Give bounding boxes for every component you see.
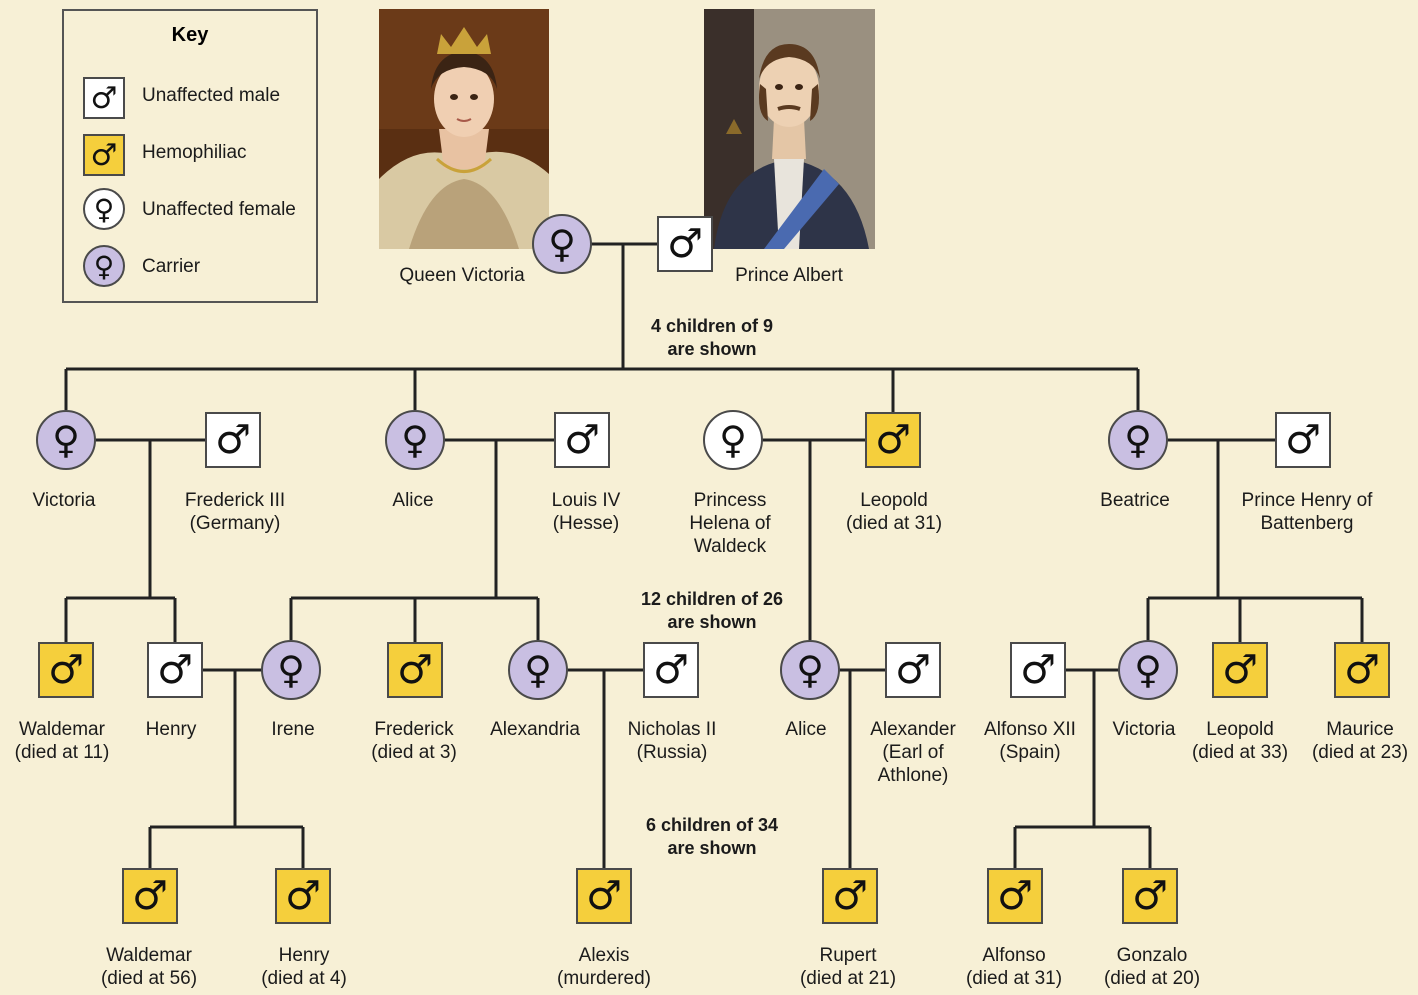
unaffected-male-symbol: ♂ [1275, 412, 1331, 468]
person-label-frederick-3: Frederick(died at 3) [371, 719, 457, 763]
hemophiliac-male-symbol: ♂ [822, 868, 878, 924]
key-item-label: Carrier [142, 256, 201, 277]
key-title: Key [171, 24, 209, 46]
unaffected-male-symbol: ♂ [657, 216, 713, 272]
key-item-label: Hemophiliac [142, 142, 247, 163]
person-label-alexandria: Alexandria [490, 719, 580, 740]
person-label-henry-4: Henry(died at 4) [261, 945, 347, 989]
key-item-label: Unaffected female [142, 199, 296, 220]
unaffected-male-symbol: ♂ [1010, 642, 1066, 698]
key-item-label: Unaffected male [142, 85, 281, 106]
unaffected-male-symbol: ♂ [554, 412, 610, 468]
carrier-female-symbol: ♀ [261, 640, 321, 700]
carrier-female-symbol: ♀ [508, 640, 568, 700]
unaffected-female-symbol: ♀ [703, 410, 763, 470]
carrier-female-symbol: ♀ [532, 214, 592, 274]
unaffected-male-symbol: ♂ [643, 642, 699, 698]
person-label-leopold-33: Leopold(died at 33) [1191, 719, 1289, 763]
person-label-maurice: Maurice(died at 23) [1311, 719, 1409, 763]
carrier-female-symbol: ♀ [1108, 410, 1168, 470]
female-symbol-icon: ♀ [83, 245, 125, 287]
hemophiliac-male-symbol: ♂ [1212, 642, 1268, 698]
hemophiliac-male-symbol: ♂ [122, 868, 178, 924]
person-label-rupert: Rupert(died at 21) [799, 945, 897, 989]
person-label-alice: Alice [392, 490, 434, 511]
person-label-leopold: Leopold(died at 31) [845, 490, 943, 534]
carrier-female-symbol: ♀ [780, 640, 840, 700]
person-label-waldemar-11: Waldemar(died at 11) [14, 719, 110, 763]
hemophiliac-male-symbol: ♂ [1122, 868, 1178, 924]
carrier-female-symbol: ♀ [1118, 640, 1178, 700]
person-label-queen-victoria: Queen Victoria [399, 265, 525, 286]
hemophiliac-male-symbol: ♂ [987, 868, 1043, 924]
hemophiliac-male-symbol: ♂ [576, 868, 632, 924]
person-label-waldemar-56: Waldemar(died at 56) [100, 945, 198, 989]
person-label-alexis: Alexis(murdered) [557, 945, 651, 989]
hemophiliac-male-symbol: ♂ [275, 868, 331, 924]
carrier-female-symbol: ♀ [36, 410, 96, 470]
unaffected-male-symbol: ♂ [147, 642, 203, 698]
male-symbol-icon: ♂ [83, 134, 125, 176]
person-label-alfonso-xii: Alfonso XII(Spain) [984, 719, 1076, 763]
person-label-irene: Irene [271, 719, 315, 740]
female-symbol-icon: ♀ [83, 188, 125, 230]
person-label-louis-iv: Louis IV(Hesse) [551, 490, 621, 534]
hemophiliac-male-symbol: ♂ [38, 642, 94, 698]
person-label-victoria-2: Victoria [1112, 719, 1176, 740]
male-symbol-icon: ♂ [83, 77, 125, 119]
person-label-prince-albert: Prince Albert [735, 265, 843, 286]
hemophiliac-male-symbol: ♂ [1334, 642, 1390, 698]
prince-albert-portrait [704, 9, 875, 249]
person-label-henry: Henry [145, 719, 197, 740]
person-label-beatrice: Beatrice [1100, 490, 1170, 511]
person-label-victoria: Victoria [32, 490, 96, 511]
person-label-alice-2: Alice [785, 719, 827, 740]
hemophiliac-male-symbol: ♂ [387, 642, 443, 698]
legend-key: Key ♂ Unaffected male ♂ Hemophiliac ♀ Un… [62, 9, 318, 303]
person-label-frederick-iii: Frederick III(Germany) [184, 490, 286, 534]
person-label-alfonso: Alfonso(died at 31) [965, 945, 1063, 989]
queen-victoria-portrait [379, 9, 549, 249]
person-label-nicholas-ii: Nicholas II(Russia) [627, 719, 717, 763]
hemophiliac-male-symbol: ♂ [865, 412, 921, 468]
person-label-gonzalo: Gonzalo(died at 20) [1103, 945, 1201, 989]
carrier-female-symbol: ♀ [385, 410, 445, 470]
unaffected-male-symbol: ♂ [885, 642, 941, 698]
unaffected-male-symbol: ♂ [205, 412, 261, 468]
